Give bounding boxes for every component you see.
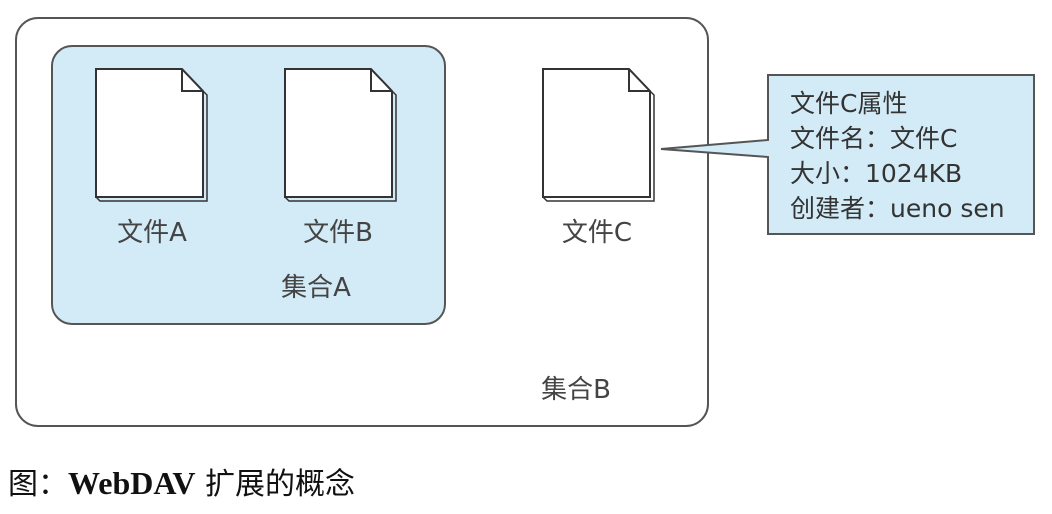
file-b-label: 文件B xyxy=(303,218,373,248)
file-c-label: 文件C xyxy=(562,218,632,248)
caption-rest: 扩展的概念 xyxy=(195,467,355,502)
collection-a-label: 集合A xyxy=(281,273,351,303)
file-b-icon xyxy=(284,68,397,202)
file-a-icon xyxy=(95,68,208,202)
figure-caption: 图：WebDAV 扩展的概念 xyxy=(8,465,355,502)
callout-line-size: 大小：1024KB xyxy=(790,159,962,188)
collection-b-label: 集合B xyxy=(541,375,611,405)
callout-line-creator: 创建者：ueno sen xyxy=(790,194,1005,223)
file-c-icon xyxy=(542,68,655,202)
file-c-properties-callout xyxy=(660,74,1035,235)
callout-line-filename: 文件名：文件C xyxy=(790,124,957,153)
file-a-label: 文件A xyxy=(117,218,187,248)
caption-bold: WebDAV xyxy=(68,465,195,501)
caption-prefix: 图： xyxy=(8,467,68,502)
callout-line-title: 文件C属性 xyxy=(790,89,907,118)
